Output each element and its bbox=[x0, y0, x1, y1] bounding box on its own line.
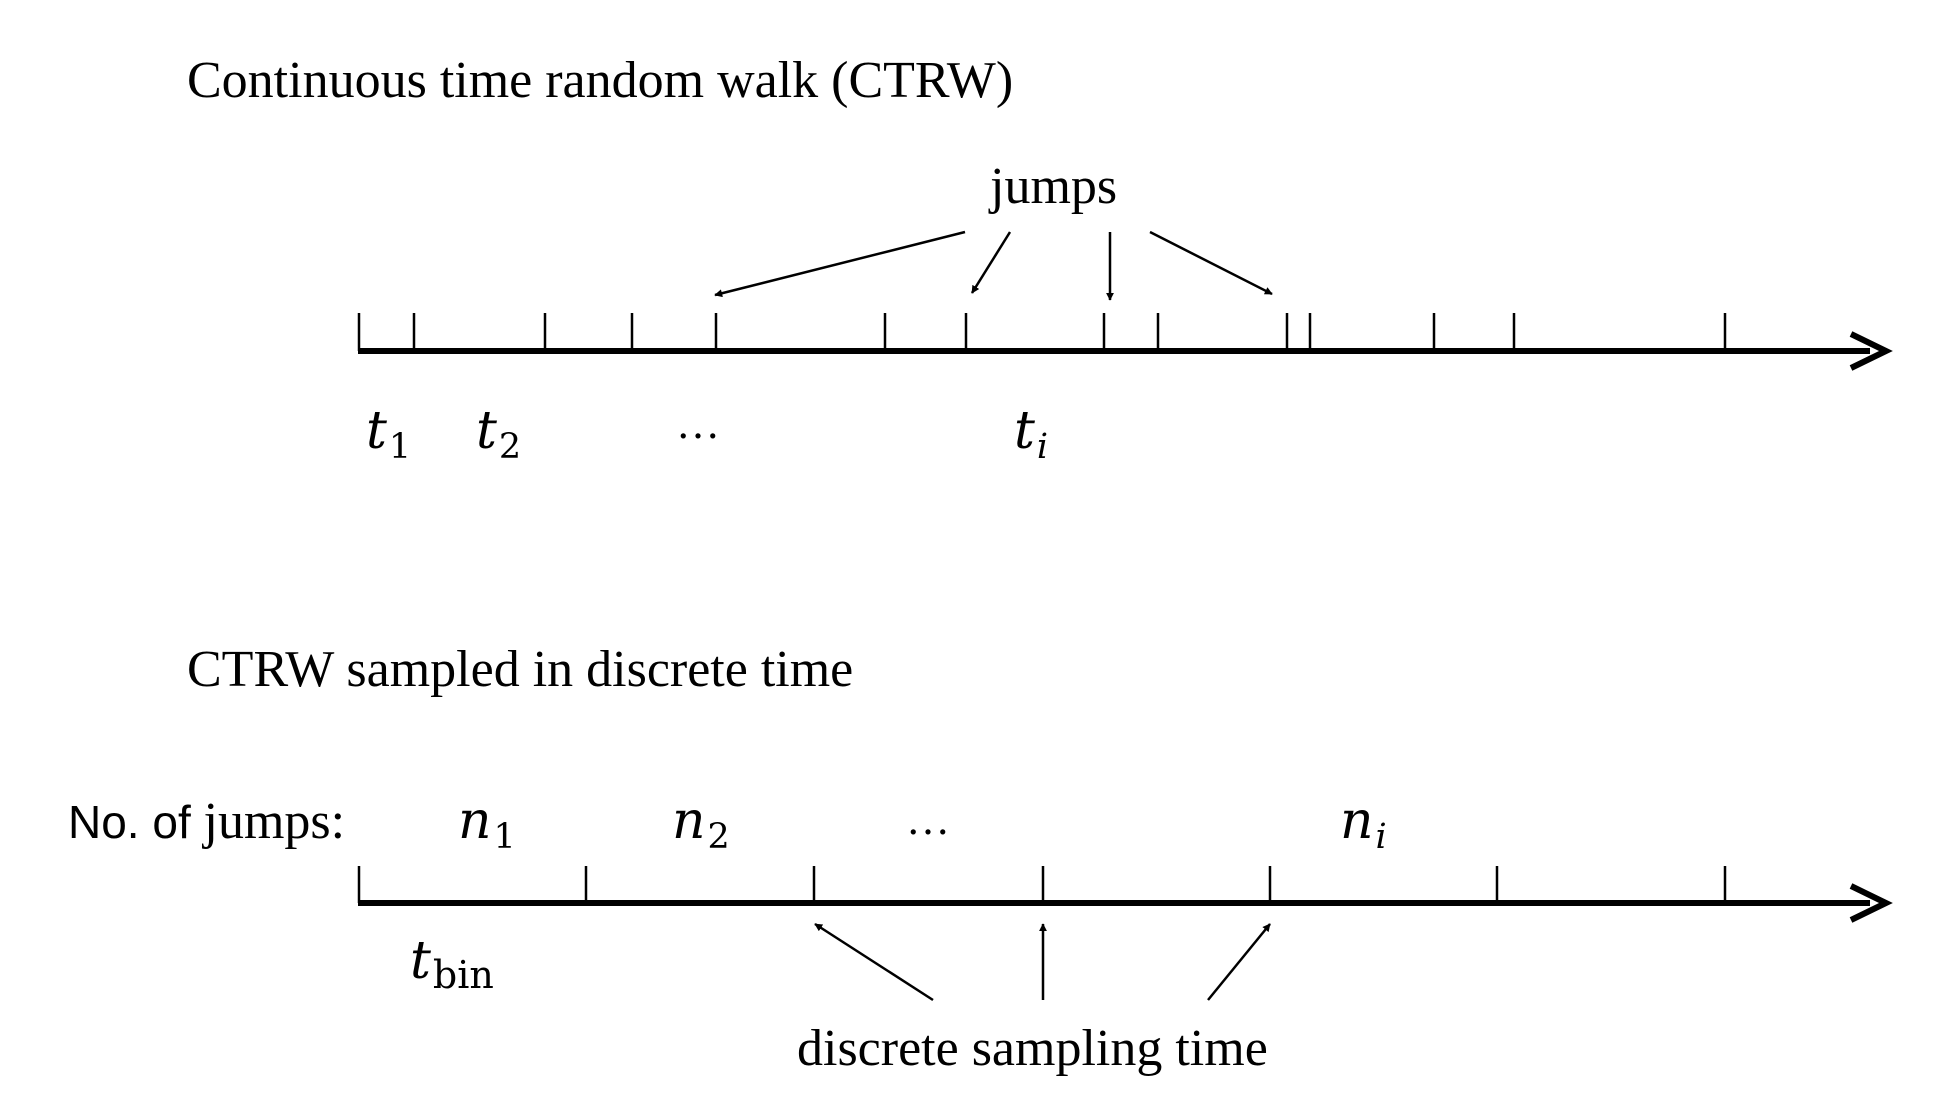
sampling-arrow-3 bbox=[1207, 923, 1271, 1001]
label-n1: n1 bbox=[458, 791, 516, 857]
sampling-time-label: discrete sampling time bbox=[797, 1020, 1268, 1077]
sampling-arrows bbox=[814, 922, 1271, 1002]
sampling-arrow-1 bbox=[814, 922, 934, 1002]
label-n2: n2 bbox=[672, 791, 730, 857]
ctrw-time-axis bbox=[357, 313, 1893, 371]
ctrw-jump-ticks bbox=[357, 313, 1727, 351]
sampling-ticks bbox=[357, 866, 1727, 903]
discrete-time-axis bbox=[357, 866, 1893, 923]
jump-count-labels: n1 n2 … ni bbox=[458, 791, 1387, 857]
label-tbin: tbin bbox=[410, 931, 494, 997]
ctrw-axis-arrowhead bbox=[1849, 331, 1893, 371]
ctrw-time-labels: t1 t2 … ti bbox=[366, 399, 1048, 467]
label-t2: t2 bbox=[476, 401, 521, 467]
label-ni: ni bbox=[1340, 791, 1387, 857]
label-t1: t1 bbox=[366, 401, 411, 467]
ctrw-ellipsis: … bbox=[676, 399, 720, 448]
ctrw-title: Continuous time random walk (CTRW) bbox=[187, 52, 1013, 109]
discrete-title: CTRW sampled in discrete time bbox=[187, 641, 853, 698]
jump-arrows bbox=[714, 230, 1273, 301]
jump-arrow-1 bbox=[714, 230, 966, 298]
jump-arrow-2 bbox=[970, 231, 1012, 294]
jumps-label: jumps bbox=[988, 158, 1117, 215]
discrete-ellipsis: … bbox=[906, 795, 950, 844]
discrete-axis-arrowhead bbox=[1849, 883, 1893, 923]
label-ti: ti bbox=[1014, 401, 1048, 467]
jumps-count-label: No. of jumps: bbox=[68, 793, 345, 850]
jump-arrow-4 bbox=[1149, 230, 1273, 296]
